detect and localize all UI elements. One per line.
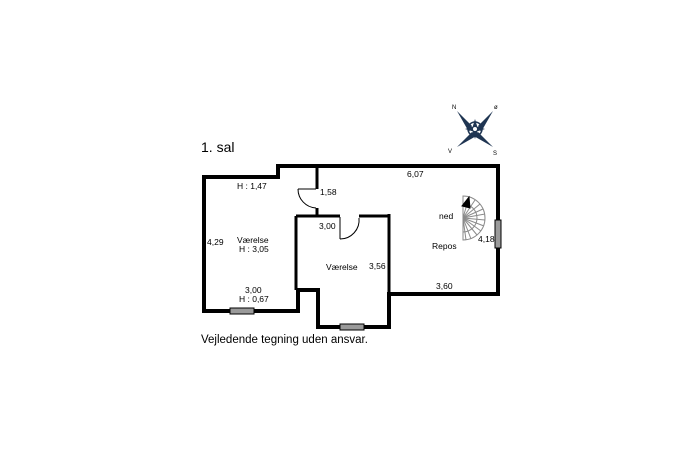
door-hall-swing: [297, 188, 317, 209]
left-room-height-mid: H : 3,05: [239, 244, 269, 254]
door-middle-swing: [339, 217, 360, 240]
stair-label: ned: [439, 211, 453, 221]
windows: [229, 219, 502, 331]
interior-walls: [294, 166, 391, 294]
stair-arrow: [461, 195, 471, 209]
left-room-width: 3,00: [245, 285, 262, 295]
exterior-walls: [202, 164, 500, 329]
hall-dim: 1,58: [320, 187, 337, 197]
repos-name: Repos: [432, 241, 457, 251]
compass-n: N: [452, 105, 456, 111]
repos-depth: 4,18: [478, 234, 495, 244]
window-repos: [494, 219, 502, 249]
compass-v: V: [448, 149, 452, 155]
disclaimer: Vejledende tegning uden ansvar.: [201, 334, 368, 346]
room-labels: H : 1,47 Værelse H : 3,05 4,29 3,00 H : …: [207, 169, 495, 304]
middle-room-depth: 3,56: [369, 261, 386, 271]
middle-room-name: Værelse: [326, 262, 358, 272]
compass-rose: N ø V S: [448, 105, 498, 157]
compass-o: ø: [494, 105, 498, 111]
repos-width-top: 6,07: [407, 169, 424, 179]
left-room-name: Værelse: [237, 235, 269, 245]
left-room-depth: 4,29: [207, 237, 224, 247]
spiral-stair: [461, 195, 486, 241]
repos-width-bottom: 3,60: [436, 281, 453, 291]
middle-room-width: 3,00: [319, 221, 336, 231]
compass-s: S: [493, 151, 497, 157]
left-room-height-top: H : 1,47: [237, 181, 267, 191]
floor-title: 1. sal: [201, 139, 235, 155]
window-middle-room: [339, 323, 365, 331]
doors: [297, 188, 360, 240]
window-left-room: [229, 307, 255, 315]
left-room-height-bottom: H : 0,67: [239, 294, 269, 304]
